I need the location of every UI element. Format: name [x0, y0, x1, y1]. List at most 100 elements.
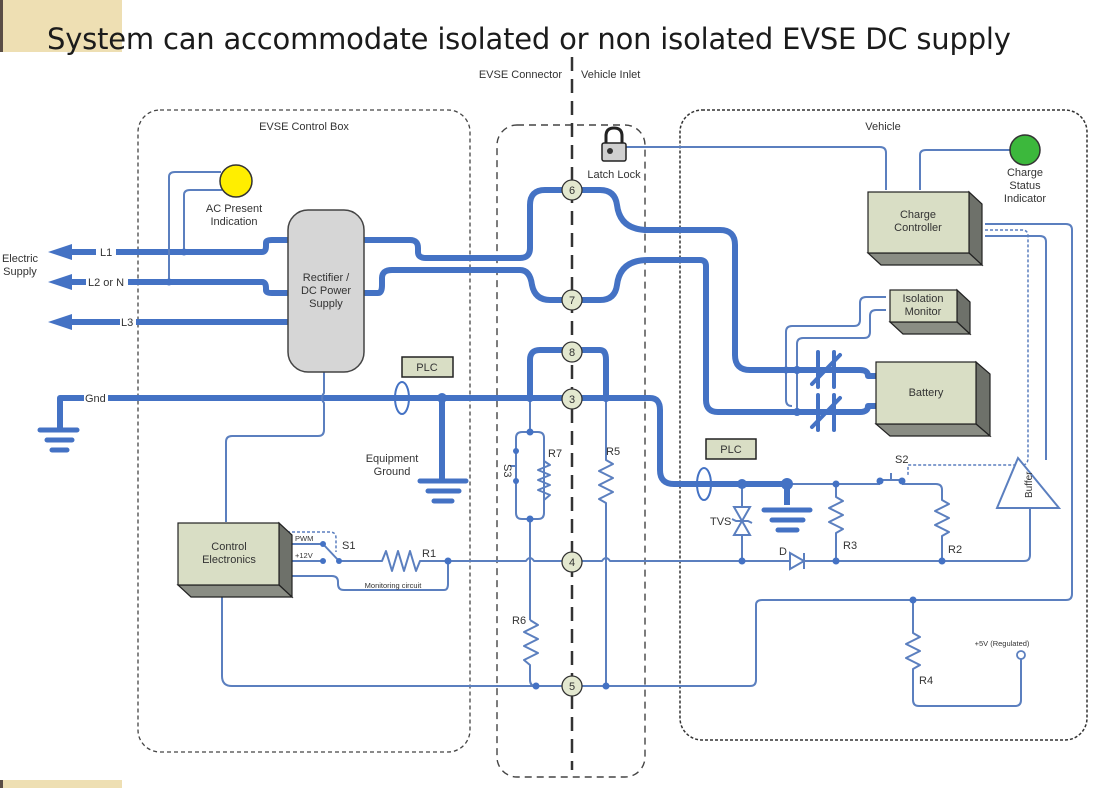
svg-text:Supply: Supply — [309, 298, 343, 310]
r5-label: R5 — [606, 446, 620, 458]
pin5-loop-wire — [221, 223, 1073, 687]
l2-label: L2 or N — [88, 277, 124, 289]
r5-resistor — [598, 398, 614, 686]
l2-wire — [68, 279, 290, 296]
svg-text:Control: Control — [211, 541, 246, 553]
plus12v-label: +12V — [295, 551, 313, 560]
svg-text:8: 8 — [569, 347, 575, 359]
pin-5: 5 — [561, 675, 583, 697]
gnd-wire-right — [520, 395, 790, 487]
slide-corner-decoration — [0, 0, 122, 52]
plus5v-label: +5V (Regulated) — [975, 639, 1030, 648]
vehicle-region — [679, 109, 1088, 741]
charge-status-indicator-light — [1009, 134, 1041, 166]
battery-box: Battery — [874, 360, 992, 438]
latch-lock-label: Latch Lock — [587, 169, 641, 181]
plc-box-evse: PLC — [401, 356, 454, 378]
svg-text:4: 4 — [569, 557, 575, 569]
monitoring-circuit-wire — [282, 561, 449, 591]
contactor-negative-icon — [810, 393, 842, 432]
latch-lock-icon — [601, 126, 627, 162]
pin-3: 3 — [561, 388, 583, 410]
r6-label: R6 — [512, 615, 526, 627]
vehicle-ground-icon — [761, 507, 813, 533]
contactors — [810, 350, 842, 432]
r3-label: R3 — [843, 540, 857, 552]
ground-symbols — [37, 427, 813, 533]
pin-6: 6 — [561, 179, 583, 201]
plc-coupler-vehicle-icon — [696, 467, 712, 501]
tvs-diode-icon — [731, 506, 753, 536]
svg-text:Rectifier /: Rectifier / — [303, 272, 350, 284]
rectifier-dc-power-supply — [287, 209, 365, 373]
svg-text:DC Power: DC Power — [301, 285, 351, 297]
latch-lock-wire — [620, 146, 887, 190]
plc-coupler-evse-icon — [394, 381, 410, 415]
l3-arrow-icon — [48, 314, 72, 330]
tvs-label: TVS — [710, 516, 731, 528]
pin-4: 4 — [561, 551, 583, 573]
svg-text:Monitor: Monitor — [905, 306, 942, 318]
buffer-amplifier: Buffer — [995, 456, 1062, 509]
vehicle-label: Vehicle — [865, 121, 900, 133]
gnd-label: Gnd — [85, 393, 106, 405]
svg-text:PLC: PLC — [720, 444, 741, 456]
ac-present-label-1: AC Present — [206, 203, 262, 215]
svg-text:Battery: Battery — [909, 387, 944, 399]
s2-control-dashed — [907, 229, 1029, 476]
svg-text:Buffer: Buffer — [1024, 471, 1035, 498]
r1-resistor — [380, 550, 448, 572]
l1-label: L1 — [100, 247, 112, 259]
l2-arrow-icon — [48, 274, 72, 290]
signal-wires — [168, 146, 1073, 707]
r7-s3-loop — [515, 431, 545, 520]
ac-indicator-wire-2 — [183, 189, 222, 252]
equipment-ground-label-2: Ground — [374, 466, 411, 478]
svg-text:Controller: Controller — [894, 222, 942, 234]
monitoring-circuit-label: Monitoring circuit — [365, 581, 423, 590]
svg-text:7: 7 — [569, 295, 575, 307]
evse-control-box-region — [137, 109, 471, 753]
equipment-ground-icon — [417, 478, 469, 504]
equipment-ground-label-1: Equipment — [366, 453, 419, 465]
isolation-monitor-wire-1 — [785, 296, 886, 407]
electric-supply-label-2: Supply — [3, 266, 37, 278]
supply-arrows — [48, 244, 72, 330]
r4-resistor — [905, 600, 1022, 707]
r4-label: R4 — [919, 675, 933, 687]
isolation-monitor-wire-2 — [796, 309, 886, 412]
svg-text:Charge: Charge — [900, 209, 936, 221]
r3-resistor — [828, 484, 844, 561]
r7-label: R7 — [548, 448, 562, 460]
gnd-wire-left — [57, 395, 520, 428]
battery-positive-wire — [800, 367, 876, 379]
svg-text:PLC: PLC — [416, 362, 437, 374]
rectifier-to-control-wire — [225, 372, 325, 522]
charge-controller-box: Charge Controller — [866, 190, 984, 267]
pin4-wire-left — [448, 557, 564, 562]
s3-label: S3 — [501, 464, 513, 477]
slide-corner-decoration-bottom — [0, 780, 122, 788]
connector-pins: 6 7 8 3 4 5 — [561, 179, 583, 697]
evse-control-box-label: EVSE Control Box — [259, 121, 349, 133]
svg-text:Status: Status — [1009, 180, 1041, 192]
supply-ground-icon — [37, 427, 80, 453]
ac-indicator-wire-1 — [168, 171, 221, 282]
pwm-label: PWM — [295, 534, 313, 543]
pin4-wire-right — [580, 557, 790, 562]
svg-text:Charge: Charge — [1007, 167, 1043, 179]
r2-resistor — [902, 483, 950, 561]
svg-text:Electronics: Electronics — [202, 554, 256, 566]
s1-switch-blade — [322, 543, 340, 562]
isolation-monitor-box: Isolation Monitor — [888, 288, 972, 336]
l1-wire — [68, 237, 290, 255]
r2-label: R2 — [948, 544, 962, 556]
battery-negative-wire — [800, 403, 876, 415]
ac-present-label-2: Indication — [210, 216, 257, 228]
l1-arrow-icon — [48, 244, 72, 260]
d-label: D — [779, 546, 787, 558]
r6-resistor — [523, 619, 539, 687]
plus5v-terminal-icon — [1016, 650, 1026, 660]
charge-status-wire — [919, 149, 1012, 190]
svg-text:Isolation: Isolation — [903, 293, 944, 305]
